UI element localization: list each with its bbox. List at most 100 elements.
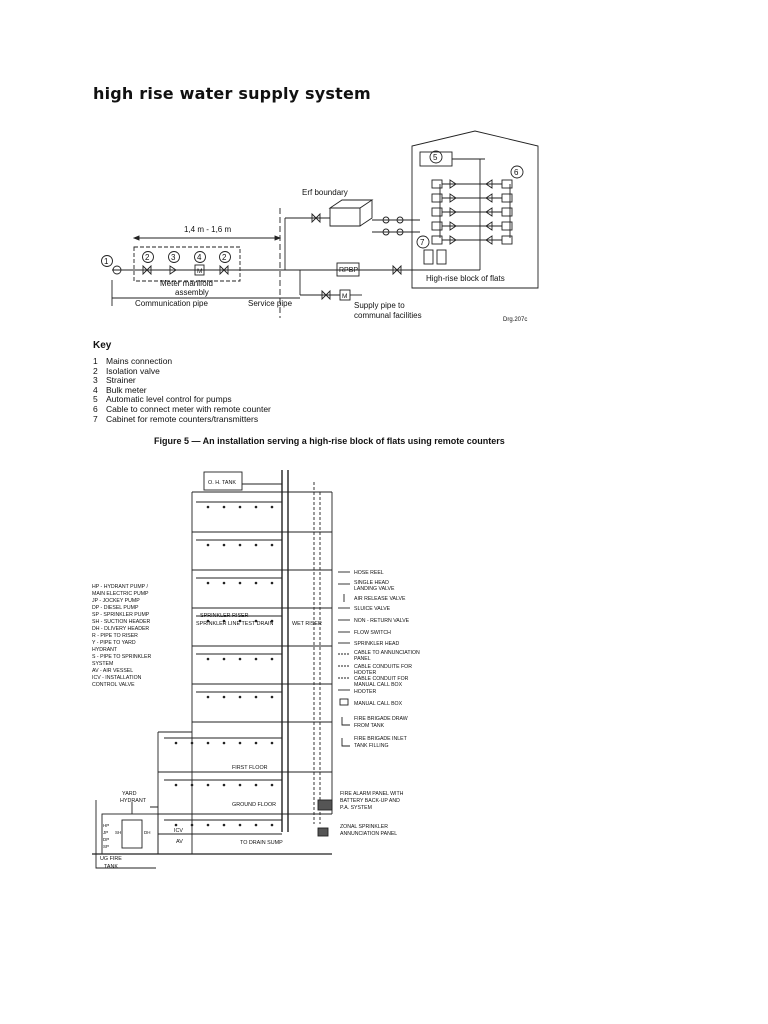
key-item-text: Strainer: [106, 375, 136, 386]
right-legend-line: FIRE BRIGADE DRAW: [354, 716, 408, 722]
callout-3: 3: [171, 253, 176, 262]
page-title: high rise water supply system: [93, 84, 371, 103]
right-legend-line: LANDING VALVE: [354, 586, 395, 592]
right-legend-line: TANK FILLING: [354, 743, 389, 749]
strainer-symbol: [169, 265, 177, 275]
flat-meter: [501, 221, 513, 231]
dimension-label: 1,4 m - 1,6 m: [184, 225, 231, 234]
callout-circle: [510, 165, 524, 179]
building-valve-symbol: [392, 264, 402, 276]
pump-symbol: [396, 216, 404, 224]
mains-connection-symbol: [112, 265, 122, 275]
sprinkler-heads: [174, 505, 274, 827]
left-legend-line: SYSTEM: [92, 661, 113, 667]
highrise-block-outline: [411, 130, 539, 289]
right-legend-line: HOOTER: [354, 689, 376, 695]
key-item-number: 4: [93, 384, 98, 395]
left-legend-line: SP - SPRINKLER PUMP: [92, 612, 150, 618]
fire-alarm-panel-label: BATTERY BACK-UP AND: [340, 798, 400, 804]
left-legend-line: JP - JOCKEY PUMP: [92, 598, 140, 604]
key-item-text: Cabinet for remote counters/transmitters: [106, 413, 259, 424]
pump-code-hp: HP: [103, 823, 109, 828]
left-legend-line: SH - SUCTION HEADER: [92, 619, 150, 625]
rpbp-box: [336, 262, 360, 277]
pump-set: [121, 819, 143, 849]
right-legend-line: CABLE CONDUIT FOR: [354, 676, 409, 682]
right-legend-line: MANUAL CALL BOX: [354, 682, 403, 688]
communication-pipe-label: Communication pipe: [135, 299, 208, 308]
communal-facilities-label: communal facilities: [354, 311, 422, 320]
meter-manifold-box: [133, 246, 241, 282]
zonal-annunciation-panel: [317, 827, 329, 837]
meter-manifold-label: Meter manifold: [160, 279, 213, 288]
right-legend-line: MANUAL CALL BOX: [354, 701, 403, 707]
callout-circle: [194, 251, 206, 263]
left-legend-line: ICV - INSTALLATION: [92, 675, 142, 681]
meter-symbol-label: M: [197, 268, 202, 275]
icv-label: ICV: [174, 828, 183, 834]
pump-code-dp: DP: [103, 837, 109, 842]
left-legend-line: DH - DLIVERY HEADER: [92, 626, 149, 632]
callout-6: 6: [514, 168, 519, 177]
fire-alarm-panel-label: FIRE ALARM PANEL WITH: [340, 791, 404, 797]
floor-lines: [158, 531, 332, 815]
oh-tank-box: [203, 471, 243, 491]
zonal-panel-label: ZONAL SPRINKLER: [340, 824, 388, 830]
flat-meters-group: [431, 179, 513, 245]
left-legend-line: HYDRANT: [92, 647, 118, 653]
flat-meter: [431, 193, 443, 203]
callout-2b: 2: [222, 253, 227, 262]
communal-valve-symbol: [321, 289, 331, 301]
left-legend-line: CONTROL VALVE: [92, 682, 135, 688]
remote-counter-cabinet: [436, 249, 447, 265]
flat-meter: [501, 235, 513, 245]
right-legend-line: FIRE BRIGADE INLET: [354, 736, 408, 742]
wet-riser-label: WET RISER: [292, 621, 322, 627]
pump-symbol: [396, 228, 404, 236]
zonal-panel-label: ANNUNCIATION PANEL: [340, 831, 397, 837]
pump-code-sh: SH: [115, 830, 121, 835]
callout-circle: [416, 235, 430, 249]
callout-7: 7: [420, 238, 425, 247]
flat-meter: [501, 179, 513, 189]
fire-alarm-panel: [317, 799, 333, 811]
left-legend: HP - HYDRANT PUMP / MAIN ELECTRIC PUMP J…: [92, 584, 151, 688]
callout-circle: [168, 251, 180, 263]
key-item-text: Cable to connect meter with remote count…: [106, 403, 271, 414]
figure-caption: Figure 5 — An installation serving a hig…: [154, 436, 505, 446]
legend-symbols: [338, 571, 350, 747]
yard-label: YARD: [122, 791, 137, 797]
left-legend-line: MAIN ELECTRIC PUMP: [92, 591, 149, 597]
callout-1: 1: [104, 257, 109, 266]
av-label: AV: [176, 839, 183, 845]
right-legend-line: AIR RELEASE VALVE: [354, 596, 406, 602]
callout-circle: [101, 255, 113, 267]
pump-symbol: [382, 216, 390, 224]
key-item: 5 Automatic level control for pumps: [93, 395, 271, 405]
key-heading: Key: [93, 340, 112, 351]
tank-label: TANK: [104, 864, 118, 870]
supply-pipe-label: Supply pipe to: [354, 301, 405, 310]
pump-code-jp: JP: [103, 830, 108, 835]
key-item-number: 5: [93, 394, 98, 405]
flat-meter: [431, 207, 443, 217]
right-legend-line: CABLE CONDUITE FOR: [354, 664, 412, 670]
building-outline: [150, 491, 333, 854]
tank-valve-symbol: [311, 212, 321, 224]
pump-code-dh: DH: [144, 830, 151, 835]
right-legend: HOSE REEL SINGLE HEAD LANDING VALVE AIR …: [354, 570, 420, 749]
dimension-arrows: [132, 235, 282, 241]
first-floor-label: FIRST FLOOR: [232, 765, 268, 771]
key-item-number: 2: [93, 365, 98, 376]
right-legend-line: PANEL: [354, 656, 371, 662]
right-legend-line: NON - RETURN VALVE: [354, 618, 410, 624]
sprinkler-branch-lines: [164, 501, 282, 821]
hydrant-label: HYDRANT: [120, 798, 147, 804]
left-legend-line: AV - AIR VESSEL: [92, 668, 133, 674]
rpbp-label: RPBP: [339, 267, 358, 274]
pump-symbol: [382, 228, 390, 236]
key-item-text: Automatic level control for pumps: [106, 394, 232, 405]
